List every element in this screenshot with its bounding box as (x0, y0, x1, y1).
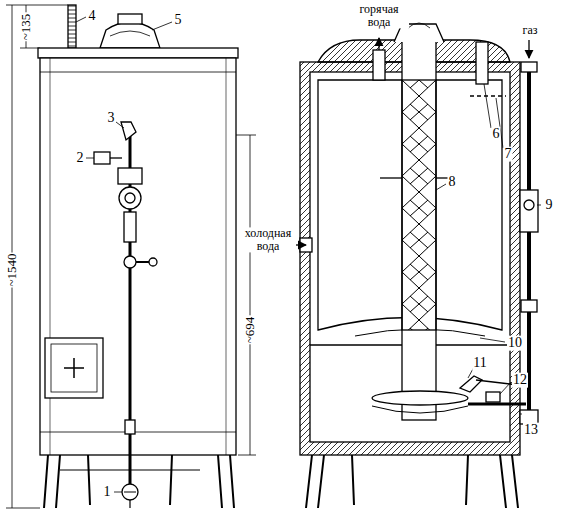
callout-number: 1 (103, 485, 112, 500)
section-view (292, 23, 541, 508)
callout-number: 3 (107, 111, 116, 126)
callout-number: 5 (174, 13, 183, 28)
front-view (6, 5, 256, 508)
callout-number: 11 (472, 356, 487, 371)
flow-label: горячая вода (349, 3, 409, 28)
callout-number: 13 (523, 423, 539, 438)
flow-label: газ (522, 24, 539, 37)
callout-number: 9 (545, 198, 554, 213)
callout-number: 2 (76, 151, 85, 166)
callout-number: 7 (504, 147, 513, 162)
callout-number: 8 (448, 175, 457, 190)
callout-number: 4 (88, 9, 97, 24)
dimension: ~694 (243, 316, 257, 345)
dimension: ~135 (19, 13, 33, 42)
callout-number: 12 (512, 373, 528, 388)
flow-label: холодная вода (240, 227, 296, 252)
callout-number: 10 (507, 336, 523, 351)
dimension: ~1540 (5, 252, 19, 287)
callout-number: 6 (492, 127, 501, 142)
